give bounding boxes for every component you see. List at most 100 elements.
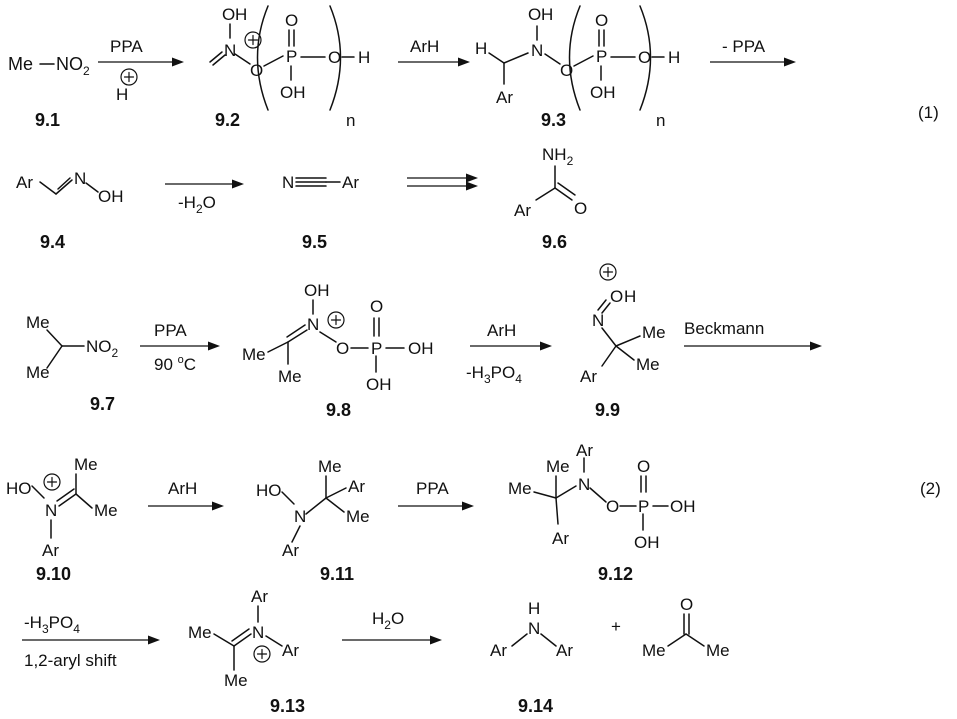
svg-text:O: O (250, 61, 263, 80)
compound-9-7: Me Me NO2 9.7 (26, 313, 119, 414)
arrow-12: H2O (342, 609, 442, 645)
arrow-10: PPA (398, 479, 474, 511)
svg-text:Ar: Ar (496, 88, 513, 107)
svg-text:Me: Me (546, 457, 570, 476)
equation-number-2: (2) (920, 479, 941, 498)
bracket-left (256, 5, 269, 111)
svg-text:HO: HO (256, 481, 282, 500)
svg-text:Ar: Ar (251, 587, 268, 606)
arrow-8: Beckmann (684, 319, 822, 351)
svg-text:O: O (680, 595, 693, 614)
svg-text:Me: Me (636, 355, 660, 374)
svg-text:- PPA: - PPA (722, 37, 766, 56)
svg-text:OH: OH (590, 83, 616, 102)
svg-text:n: n (346, 111, 355, 130)
svg-text:ArH: ArH (168, 479, 197, 498)
svg-text:P: P (371, 339, 382, 358)
svg-text:Ar: Ar (514, 201, 531, 220)
equation-number-1: (1) (918, 103, 939, 122)
svg-text:O: O (574, 199, 587, 218)
svg-text:N: N (531, 41, 543, 60)
svg-text:Me: Me (26, 313, 50, 332)
compound-9-3: H Ar N O H O P O OH O H n 9.3 (475, 5, 680, 130)
svg-text:P: P (596, 47, 607, 66)
compound-9-12: Me Me Ar N Ar O P O OH OH 9.12 (508, 441, 696, 584)
compound-label-9-1: 9.1 (35, 110, 60, 130)
svg-text:N: N (307, 315, 319, 334)
svg-text:P: P (286, 47, 297, 66)
compound-9-11: HO N Me Ar Me Ar 9.11 (256, 457, 370, 584)
arrow-6: PPA 90 oC (140, 321, 220, 374)
arrow-4: -H2O (165, 179, 244, 216)
svg-text:Me: Me (706, 641, 730, 660)
svg-text:Ar: Ar (282, 641, 299, 660)
arrow-5-multistep (407, 173, 478, 191)
svg-text:Me: Me (26, 363, 50, 382)
arrow-3: - PPA (710, 37, 796, 67)
svg-text:Me: Me (642, 323, 666, 342)
svg-text:Me: Me (188, 623, 212, 642)
arrow-1: PPA H (98, 37, 184, 104)
n-plus-charge-icon (43, 473, 61, 491)
svg-text:H: H (528, 599, 540, 618)
svg-text:OH: OH (634, 533, 660, 552)
svg-text:Me: Me (74, 455, 98, 474)
svg-text:Ar: Ar (42, 541, 59, 560)
compound-label-9-13: 9.13 (270, 696, 305, 716)
svg-text:O: O (610, 287, 623, 306)
compound-label-9-11: 9.11 (320, 564, 354, 584)
svg-text:Me: Me (642, 641, 666, 660)
svg-text:n: n (656, 111, 665, 130)
svg-text:N: N (224, 41, 236, 60)
svg-text:N: N (578, 475, 590, 494)
svg-text:Me: Me (508, 479, 532, 498)
svg-text:H: H (541, 5, 553, 24)
bracket-right (329, 5, 342, 111)
compound-label-9-6: 9.6 (542, 232, 567, 252)
svg-text:O: O (595, 11, 608, 30)
compound-9-2: O H N O P O OH O H n 9.2 (209, 5, 370, 130)
svg-text:N: N (252, 623, 264, 642)
svg-text:H: H (358, 48, 370, 67)
svg-text:N: N (282, 173, 294, 192)
svg-text:O: O (370, 297, 383, 316)
arrow-9: ArH (148, 479, 224, 511)
compound-label-9-9: 9.9 (595, 400, 620, 420)
compound-label-9-8: 9.8 (326, 400, 351, 420)
arrow-7: ArH -H3PO4 (466, 321, 552, 386)
svg-text:PPA: PPA (154, 321, 187, 340)
svg-text:N: N (74, 169, 86, 188)
svg-text:NO2: NO2 (56, 54, 90, 78)
compound-label-9-12: 9.12 (598, 564, 633, 584)
compound-label-9-4: 9.4 (40, 232, 65, 252)
svg-text:P: P (638, 497, 649, 516)
compound-label-9-7: 9.7 (90, 394, 115, 414)
h-plus-charge-icon (120, 68, 138, 86)
compound-9-6: NH2 Ar O 9.6 (514, 145, 587, 252)
arrow-11: -H3PO4 1,2-aryl shift (22, 613, 160, 670)
svg-text:-H3PO4: -H3PO4 (466, 363, 522, 386)
bracket-left (568, 5, 581, 111)
svg-text:O: O (638, 48, 651, 67)
svg-text:OH: OH (304, 281, 330, 300)
acetone: O Me Me (642, 595, 730, 660)
bracket-right (639, 5, 652, 111)
svg-text:Me: Me (94, 501, 118, 520)
svg-text:OH: OH (670, 497, 696, 516)
svg-text:ArH: ArH (410, 37, 439, 56)
svg-text:Me: Me (242, 345, 266, 364)
compound-9-10: HO N Me Me Ar 9.10 (6, 455, 118, 584)
svg-text:OH: OH (280, 83, 306, 102)
compound-9-5: N Ar 9.5 (282, 173, 359, 252)
svg-text:OH: OH (366, 375, 392, 394)
svg-text:Ar: Ar (556, 641, 573, 660)
svg-text:Ar: Ar (580, 367, 597, 386)
svg-text:90 oC: 90 oC (154, 354, 196, 374)
compound-9-14: H N Ar Ar 9.14 (490, 599, 573, 716)
svg-text:Ar: Ar (348, 477, 365, 496)
svg-text:NO2: NO2 (86, 337, 119, 360)
compound-label-9-5: 9.5 (302, 232, 327, 252)
svg-text:PPA: PPA (416, 479, 449, 498)
svg-text:H: H (624, 287, 636, 306)
